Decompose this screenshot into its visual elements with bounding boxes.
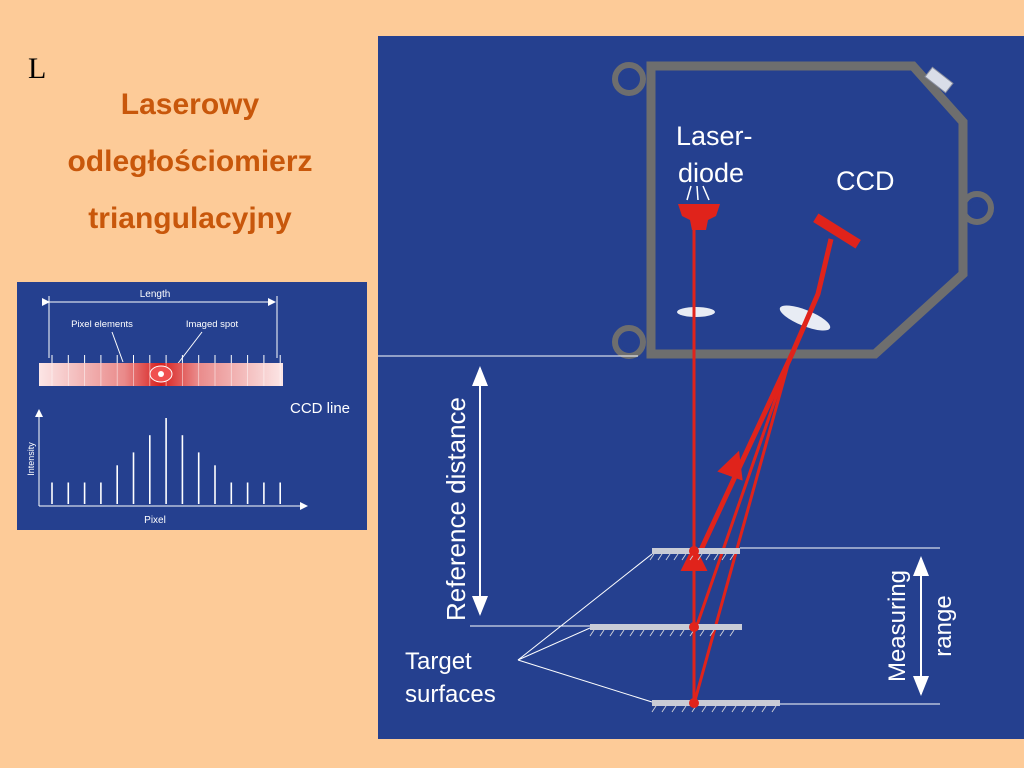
ccd-inset-svg: Length Pixel elements Imaged spot CCD li…: [26, 289, 350, 526]
laser-label-line1: Laser-: [676, 121, 753, 151]
intensity-bars: [51, 418, 282, 504]
title-line-2: odległościomierz: [67, 145, 313, 178]
ccd-line-label: CCD line: [290, 400, 350, 417]
triangulation-diagram-svg: Laser- diode CCD Reference distance: [378, 61, 994, 713]
measuring-range-dimension: [740, 547, 940, 705]
ccd-sensor-icon: [813, 213, 861, 249]
measuring-range-label-line2: range: [930, 595, 957, 656]
target-leader-lines: [517, 553, 653, 703]
target-surface-2: [589, 624, 742, 637]
intensity-axis-label: Intensity: [26, 442, 36, 476]
laser-diode-icon: [678, 185, 720, 230]
sensor-housing: [612, 61, 994, 359]
target-label-line2: surfaces: [405, 681, 496, 708]
length-label: Length: [140, 289, 171, 300]
measuring-range-label-line1: Measuring: [884, 570, 911, 682]
reference-distance-dimension: [378, 355, 638, 627]
title-line-3: triangulacyjny: [88, 202, 292, 235]
laser-label-line2: diode: [678, 158, 744, 188]
corner-letter: L: [28, 52, 47, 85]
laser-beams: [680, 230, 834, 705]
ccd-inset-panel: Length Pixel elements Imaged spot CCD li…: [17, 282, 367, 530]
reference-distance-label: Reference distance: [441, 397, 471, 621]
triangulation-diagram-panel: Laser- diode CCD Reference distance: [378, 36, 1024, 739]
target-surface-3: [651, 700, 780, 713]
imaged-spot-label: Imaged spot: [186, 319, 239, 330]
target-label-line1: Target: [405, 648, 472, 675]
target-surfaces: [589, 546, 780, 713]
laser-lens: [677, 307, 715, 317]
title-line-1: Laserowy: [120, 88, 260, 121]
pixel-elements-label: Pixel elements: [71, 319, 133, 330]
pixel-axis-label: Pixel: [144, 515, 166, 526]
ccd-label: CCD: [836, 166, 895, 196]
slide-title: Laserowy odległościomierz triangulacyjny: [10, 76, 370, 247]
connector-icon: [924, 66, 954, 94]
